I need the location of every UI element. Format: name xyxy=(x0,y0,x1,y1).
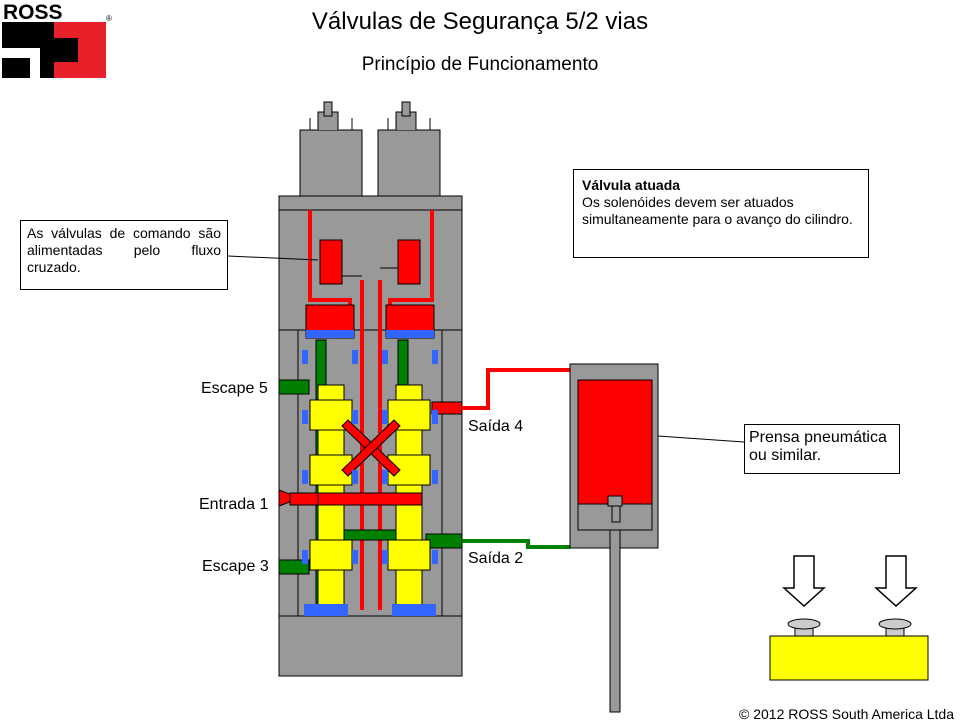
copyright: © 2012 ROSS South America Ltda xyxy=(739,706,954,722)
seals xyxy=(302,350,438,616)
line-saida2 xyxy=(462,539,570,549)
down-arrows xyxy=(782,555,918,608)
port-escape3-label: Escape 3 xyxy=(202,558,269,575)
two-hand-control xyxy=(769,618,929,681)
press-callout-line xyxy=(657,435,745,443)
note-actuated-body: Os solenóides devem ser atuados simultan… xyxy=(582,194,853,227)
press-label: Prensa pneumática ou similar. xyxy=(749,429,887,464)
ross-logo: ROSS ® xyxy=(2,1,112,78)
note-actuated-title: Válvula atuada xyxy=(582,177,681,193)
left-callout-line xyxy=(227,255,319,261)
note-cross-flow: As válvulas de comando são alimentadas p… xyxy=(20,220,228,290)
cylinder xyxy=(569,363,659,713)
pressure-channels xyxy=(278,401,463,507)
svg-text:®: ® xyxy=(106,14,112,23)
page-title: Válvulas de Segurança 5/2 vias xyxy=(311,8,649,35)
pilot-pistons xyxy=(305,304,435,339)
note-actuated: Válvula atuada Os solenóides devem ser a… xyxy=(573,169,869,258)
port-escape5-label: Escape 5 xyxy=(201,380,268,397)
port-entrada1-label: Entrada 1 xyxy=(199,496,269,513)
solenoid-right xyxy=(377,101,441,197)
note-cross-flow-text: As válvulas de comando são alimentadas p… xyxy=(27,225,221,275)
page-subtitle: Princípio de Funcionamento xyxy=(361,54,599,75)
port-saida4-label: Saída 4 xyxy=(468,418,524,435)
port-saida2-label: Saída 2 xyxy=(468,550,524,567)
solenoid-left xyxy=(299,101,363,197)
press-label-box: Prensa pneumática ou similar. xyxy=(744,424,900,474)
svg-text:ROSS: ROSS xyxy=(3,1,63,24)
